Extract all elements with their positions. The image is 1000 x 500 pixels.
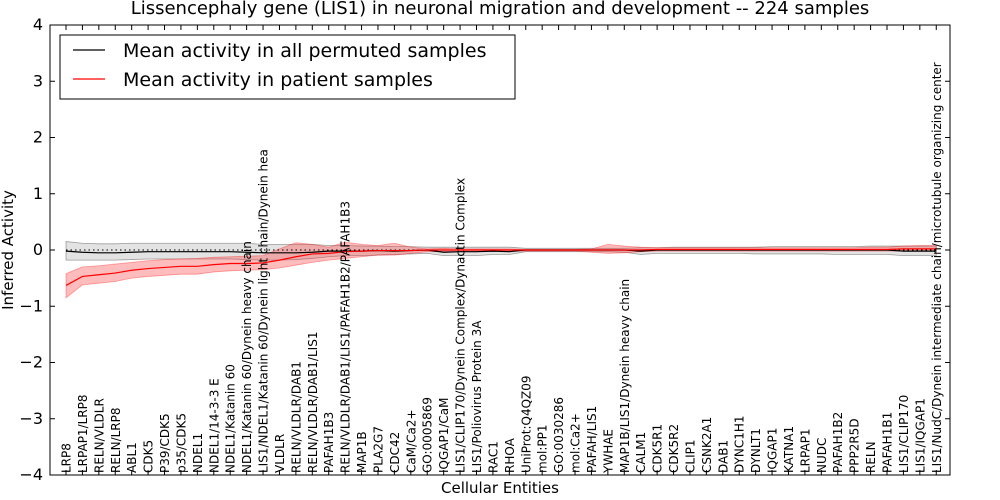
x-tick-label: RHOA (503, 437, 517, 473)
x-tick-label: RELN/VLDLR/DAB1/LIS1/PAFAH1B2/PAFAH1B3 (339, 201, 353, 473)
x-tick-label: VLDLR (273, 434, 287, 473)
x-tick-label: PPP2R5D (848, 418, 862, 473)
y-axis-title: Inferred Activity (0, 190, 17, 310)
legend: Mean activity in all permuted samples Me… (59, 34, 516, 100)
x-tick-label: RELN/VLDLR/DAB1 (289, 361, 303, 473)
x-tick-label: NUDC (815, 438, 829, 473)
x-tick-label: IQGAP1 (766, 428, 780, 473)
x-tick-label: DYNC1H1 (733, 415, 747, 473)
x-tick-label: CDK5R1 (651, 424, 665, 473)
x-tick-label: CALM1 (634, 432, 648, 473)
x-tick-label: IQGAP1/CaM (437, 398, 451, 474)
x-tick-label: PAFAH1B1 (881, 412, 895, 473)
plot-area (65, 241, 937, 299)
y-tick-label: 4 (33, 15, 43, 34)
x-tick-label: GO:0005869 (421, 397, 435, 473)
x-tick-label: CLIP1 (683, 440, 697, 473)
x-tick-label: LIS1/CLIP170 (897, 395, 911, 473)
x-tick-label: DAB1 (716, 440, 730, 473)
y-tick-label: −1 (19, 296, 43, 315)
x-tick-label: P39/CDK5 (158, 413, 172, 473)
series-lines (65, 248, 937, 286)
legend-box (59, 34, 516, 100)
x-tick-label: ABL1 (125, 442, 139, 473)
legend-label-permuted: Mean activity in all permuted samples (123, 40, 486, 62)
x-tick-label: CaM/Ca2+ (404, 409, 418, 473)
x-tick-label: DYNLT1 (749, 428, 763, 473)
x-tick-label: p35/CDK5 (174, 413, 188, 473)
x-tick-label: CDK5R2 (667, 424, 681, 473)
legend-label-patient: Mean activity in patient samples (123, 69, 433, 91)
x-tick-label: YWHAE (601, 429, 615, 474)
x-tick-label: CDK5 (142, 440, 156, 473)
x-tick-label: NDEL1/Katanin 60/Dynein heavy chain (240, 241, 254, 473)
x-tick-label: LIS1/NDEL1/Katanin 60/Dynein light chain… (257, 149, 271, 473)
x-tick-label: KATNA1 (782, 426, 796, 473)
x-tick-label: LIS1/Poliovirus Protein 3A (470, 320, 484, 473)
y-tick-label: 3 (33, 71, 43, 90)
series-line-1 (65, 248, 937, 286)
x-tick-label: RAC1 (486, 441, 500, 473)
y-tick-label: −4 (19, 465, 43, 484)
x-tick-label: mol:Ca2+ (569, 413, 583, 473)
y-tick-label: 0 (33, 240, 43, 259)
x-tick-label: PLA2G7 (371, 426, 385, 473)
x-tick-label: CDC42 (388, 432, 402, 473)
x-tick-label: GO:0030286 (552, 397, 566, 473)
y-tick-label: −3 (19, 409, 43, 428)
x-tick-label: RELN (864, 441, 878, 473)
x-tick-label: LIS1/IQGAP1 (913, 398, 927, 473)
x-tick-label: LRPAP1/LRP8 (76, 394, 90, 473)
x-tick-label: MAP1B/LIS1/Dynein heavy chain (618, 279, 632, 473)
x-axis-title: Cellular Entities (441, 479, 559, 497)
x-tick-label: LRPAP1 (798, 428, 812, 473)
x-tick-label: LIS1/CLIP170/Dynein Complex/Dynactin Com… (454, 178, 468, 473)
x-tick-label: mol:PP1 (536, 424, 550, 473)
x-tick-label: PAFAH/LIS1 (585, 406, 599, 473)
x-tick-label: PAFAH1B2 (831, 412, 845, 473)
x-tick-label: MAP1B (355, 431, 369, 473)
x-tick-label: RELN/LRP8 (109, 407, 123, 473)
x-tick-label: NDEL1 (191, 433, 205, 473)
x-tick-label: LRP8 (60, 443, 74, 473)
x-tick-label: UniProt:Q4QZ09 (519, 375, 533, 473)
y-axis: −4 −3 −2 −1 0 1 2 3 4 (19, 15, 950, 484)
x-tick-label: CSNK2A1 (700, 417, 714, 473)
y-tick-label: 2 (33, 128, 43, 147)
x-tick-label: RELN/VLDLR/DAB1/LIS1 (306, 332, 320, 473)
y-tick-label: −2 (19, 353, 43, 372)
x-tick-label: PAFAH1B3 (322, 412, 336, 473)
x-tick-label: NDEL1/Katanin 60 (224, 364, 238, 473)
x-tick-label: LIS1/NudC/Dynein intermediate chain/micr… (930, 62, 944, 473)
y-tick-label: 1 (33, 184, 43, 203)
x-tick-label: NDEL1/14-3-3 E (207, 378, 221, 473)
chart-title: Lissencephaly gene (LIS1) in neuronal mi… (131, 0, 870, 19)
x-tick-label: RELN/VLDLR (92, 398, 106, 473)
